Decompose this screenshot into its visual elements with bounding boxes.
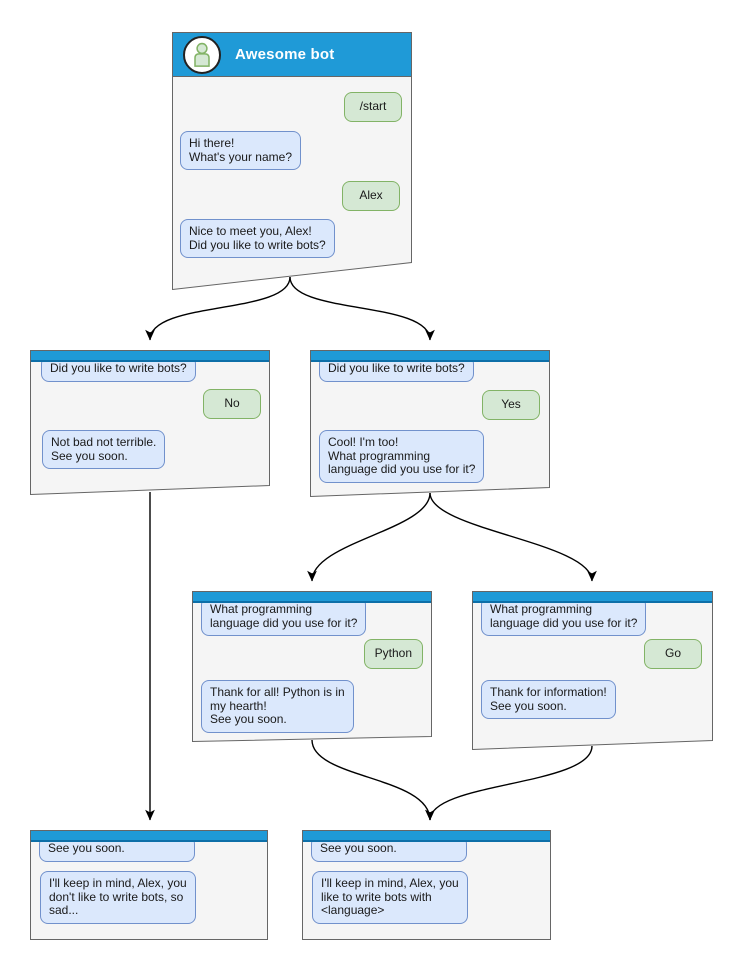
bot-title: Awesome bot	[235, 46, 335, 63]
window-titlebar	[311, 351, 549, 362]
bot-message-bubble: I'll keep in mind, Alex, you don't like …	[40, 871, 196, 924]
chat-window-start: Awesome bot /start Hi there! What's your…	[172, 32, 412, 290]
arrow-go-to-end	[425, 745, 593, 821]
user-message-bubble: No	[203, 389, 261, 419]
bot-message-bubble: Not bad not terrible. See you soon.	[42, 430, 166, 469]
window-titlebar	[473, 592, 712, 603]
bot-message-bubble: Hi there! What's your name?	[180, 131, 302, 170]
user-message-bubble: Go	[644, 639, 702, 669]
bot-message-bubble: What programming language did you use fo…	[481, 597, 647, 636]
bot-message-bubble: Nice to meet you, Alex! Did you like to …	[180, 219, 335, 258]
bot-message-bubble: Thank for all! Python is in my hearth! S…	[201, 680, 354, 733]
chat-window-end-yes: See you soon. I'll keep in mind, Alex, y…	[302, 830, 551, 940]
avatar	[183, 35, 221, 74]
bot-message-bubble: Cool! I'm too! What programming language…	[319, 430, 485, 483]
bot-message-bubble: I'll keep in mind, Alex, you like to wri…	[312, 871, 468, 924]
window-titlebar: Awesome bot	[173, 33, 411, 77]
window-titlebar	[31, 351, 269, 362]
window-titlebar	[303, 831, 550, 842]
person-icon	[194, 42, 210, 67]
chat-window-yes-branch: Did you like to write bots? Yes Cool! I'…	[310, 350, 550, 497]
bot-message-bubble: Thank for information! See you soon.	[481, 680, 616, 719]
chat-window-python-branch: What programming language did you use fo…	[192, 591, 432, 742]
user-message-bubble: Alex	[342, 181, 400, 211]
user-message-bubble: Python	[363, 639, 423, 669]
window-titlebar	[193, 592, 431, 603]
arrow-yes-to-go	[429, 492, 597, 582]
window-titlebar	[31, 831, 267, 842]
chat-window-no-branch: Did you like to write bots? No Not bad n…	[30, 350, 270, 495]
chat-window-end-no: See you soon. I'll keep in mind, Alex, y…	[30, 830, 268, 940]
arrow-yes-to-python	[307, 492, 431, 582]
chat-window-go-branch: What programming language did you use fo…	[472, 591, 713, 750]
arrow-python-to-end	[311, 739, 435, 821]
user-message-bubble: Yes	[482, 390, 540, 420]
user-message-bubble: /start	[344, 92, 402, 122]
